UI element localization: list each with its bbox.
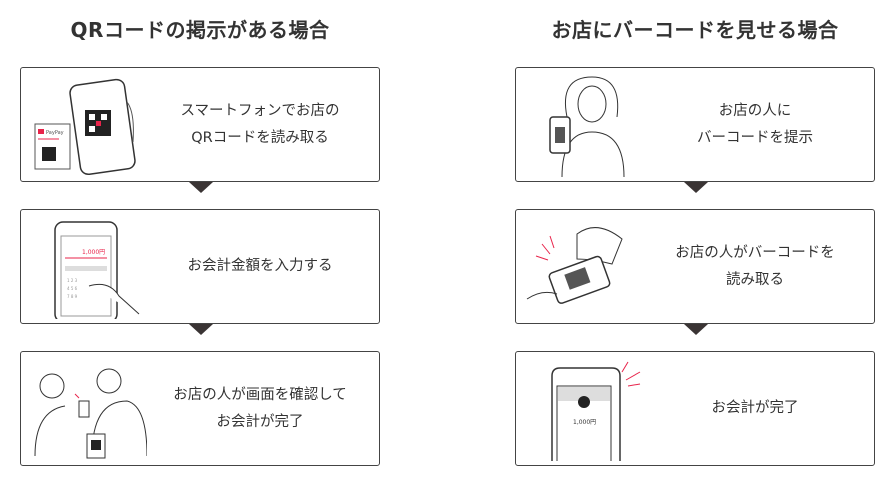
step-line: お会計が完了: [711, 400, 799, 416]
phone-scanning-qr-illustration: PayPay: [34, 78, 136, 176]
step-line: 読み取る: [726, 271, 784, 288]
barcode-scanner-illustration: [526, 227, 623, 304]
step-show-barcode: お店の人に バーコードを提示: [515, 67, 875, 182]
svg-text:7 8 9: 7 8 9: [67, 294, 78, 299]
step-line: お店の人が画面を確認して: [173, 386, 347, 403]
step-line: QRコードを読み取る: [191, 129, 329, 146]
column-title: お店にバーコードを見せる場合: [551, 18, 839, 42]
down-arrow-icon: [189, 182, 213, 193]
step-confirm-payment: お店の人が画面を確認して お会計が完了: [20, 351, 380, 466]
phone-entering-amount-illustration: 1,000円 1 2 3 4 5 6 7 8 9: [54, 221, 140, 319]
step-line: バーコードを提示: [697, 129, 813, 146]
svg-text:1 2 3: 1 2 3: [67, 278, 78, 283]
step-text: お会計が完了: [636, 352, 874, 465]
down-arrow-icon: [684, 324, 708, 335]
step-payment-complete: 1,000円 お会計が完了: [515, 351, 875, 466]
svg-text:1,000円: 1,000円: [82, 249, 105, 256]
payment-complete-phone-illustration: 1,000円: [551, 361, 641, 461]
step-line: お店の人がバーコードを: [675, 244, 835, 261]
step-line: お会計が完了: [216, 413, 304, 430]
step-text: お会計金額を入力する: [141, 210, 379, 323]
down-arrow-icon: [684, 182, 708, 193]
person-showing-barcode-illustration: [549, 76, 625, 177]
step-scan-qr: PayPay スマートフォンでお店の QRコードを読み取る: [20, 67, 380, 182]
step-text: お店の人が画面を確認して お会計が完了: [141, 352, 379, 465]
clerk-and-customer-illustration: [34, 368, 147, 459]
svg-text:4 5 6: 4 5 6: [67, 286, 78, 291]
step-line: お店の人に: [718, 102, 792, 119]
step-text: スマートフォンでお店の QRコードを読み取る: [141, 68, 379, 181]
svg-text:PayPay: PayPay: [46, 130, 64, 136]
svg-text:1,000円: 1,000円: [573, 419, 596, 426]
step-text: お店の人がバーコードを 読み取る: [636, 210, 874, 323]
step-scan-barcode: お店の人がバーコードを 読み取る: [515, 209, 875, 324]
step-line: スマートフォンでお店の: [180, 102, 340, 119]
step-enter-amount: 1,000円 1 2 3 4 5 6 7 8 9 お会計金額を入力する: [20, 209, 380, 324]
column-title: QRコードの掲示がある場合: [70, 18, 330, 42]
down-arrow-icon: [189, 324, 213, 335]
step-line: お会計金額を入力する: [187, 258, 333, 274]
step-text: お店の人に バーコードを提示: [636, 68, 874, 181]
